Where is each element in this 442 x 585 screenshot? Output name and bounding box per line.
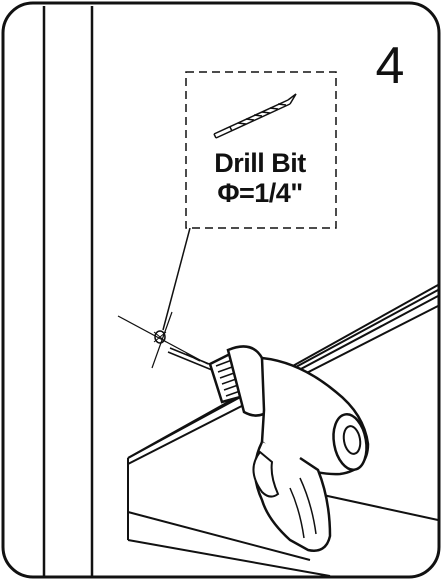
- tool-size-spec: Φ=1/4": [217, 178, 303, 208]
- power-drill-icon: [208, 345, 370, 552]
- callout-box: [185, 71, 337, 229]
- cabinet-side-panel: [42, 6, 94, 576]
- drill-hole-marker-icon: [117, 311, 201, 369]
- drill-bit-tip: [167, 347, 215, 371]
- tool-name: Drill Bit: [214, 148, 306, 178]
- callout-leader-line: [162, 227, 191, 331]
- step-number: 4: [375, 37, 405, 95]
- callout-label: Drill Bit Φ=1/4": [184, 148, 336, 208]
- drill-bit-icon: [213, 93, 297, 139]
